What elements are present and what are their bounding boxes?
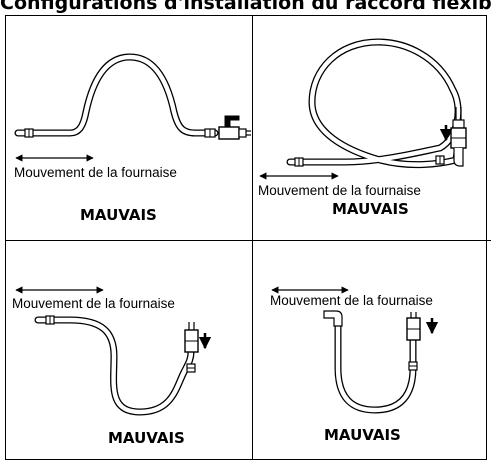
page-title: Configurations d'installation du raccord… bbox=[0, 0, 491, 14]
movement-caption: Mouvement de la fournaise bbox=[258, 183, 421, 198]
elbow-fitting bbox=[323, 310, 343, 327]
verdict-label: MAUVAIS bbox=[108, 429, 185, 447]
verdict-label: MAUVAIS bbox=[324, 426, 401, 444]
verdict-label: MAUVAIS bbox=[332, 200, 409, 218]
pipe-fitting-left bbox=[45, 315, 55, 325]
grid-border bbox=[5, 15, 487, 460]
pipe-fitting-right bbox=[435, 155, 445, 165]
panel-3: Mouvement de la fournaise MAUVAIS bbox=[12, 286, 212, 447]
gas-valve-assembly bbox=[184, 322, 199, 353]
panel-1: Mouvement de la fournaise MAUVAIS bbox=[14, 53, 251, 224]
movement-caption: Mouvement de la fournaise bbox=[14, 165, 177, 180]
pipe-fitting-left bbox=[24, 128, 34, 138]
gas-valve-assembly bbox=[204, 115, 251, 140]
pipe-fitting-right bbox=[408, 361, 418, 371]
pipe-fitting-right bbox=[186, 363, 196, 373]
verdict-label: MAUVAIS bbox=[80, 206, 157, 224]
gas-valve-assembly bbox=[406, 312, 421, 341]
flex-connector-arch bbox=[14, 53, 219, 137]
movement-caption: Mouvement de la fournaise bbox=[12, 296, 175, 311]
movement-caption: Mouvement de la fournaise bbox=[270, 293, 433, 308]
flex-connector-loop bbox=[286, 38, 462, 169]
panel-4: Mouvement de la fournaise MAUVAIS bbox=[270, 286, 439, 444]
pipe-fitting-left bbox=[294, 157, 304, 167]
panel-grid bbox=[5, 15, 491, 460]
panel-2: Mouvement de la fournaise MAUVAIS bbox=[258, 38, 467, 218]
flex-connector-u-bend bbox=[334, 316, 417, 414]
flex-connector-s-curve bbox=[34, 316, 195, 416]
